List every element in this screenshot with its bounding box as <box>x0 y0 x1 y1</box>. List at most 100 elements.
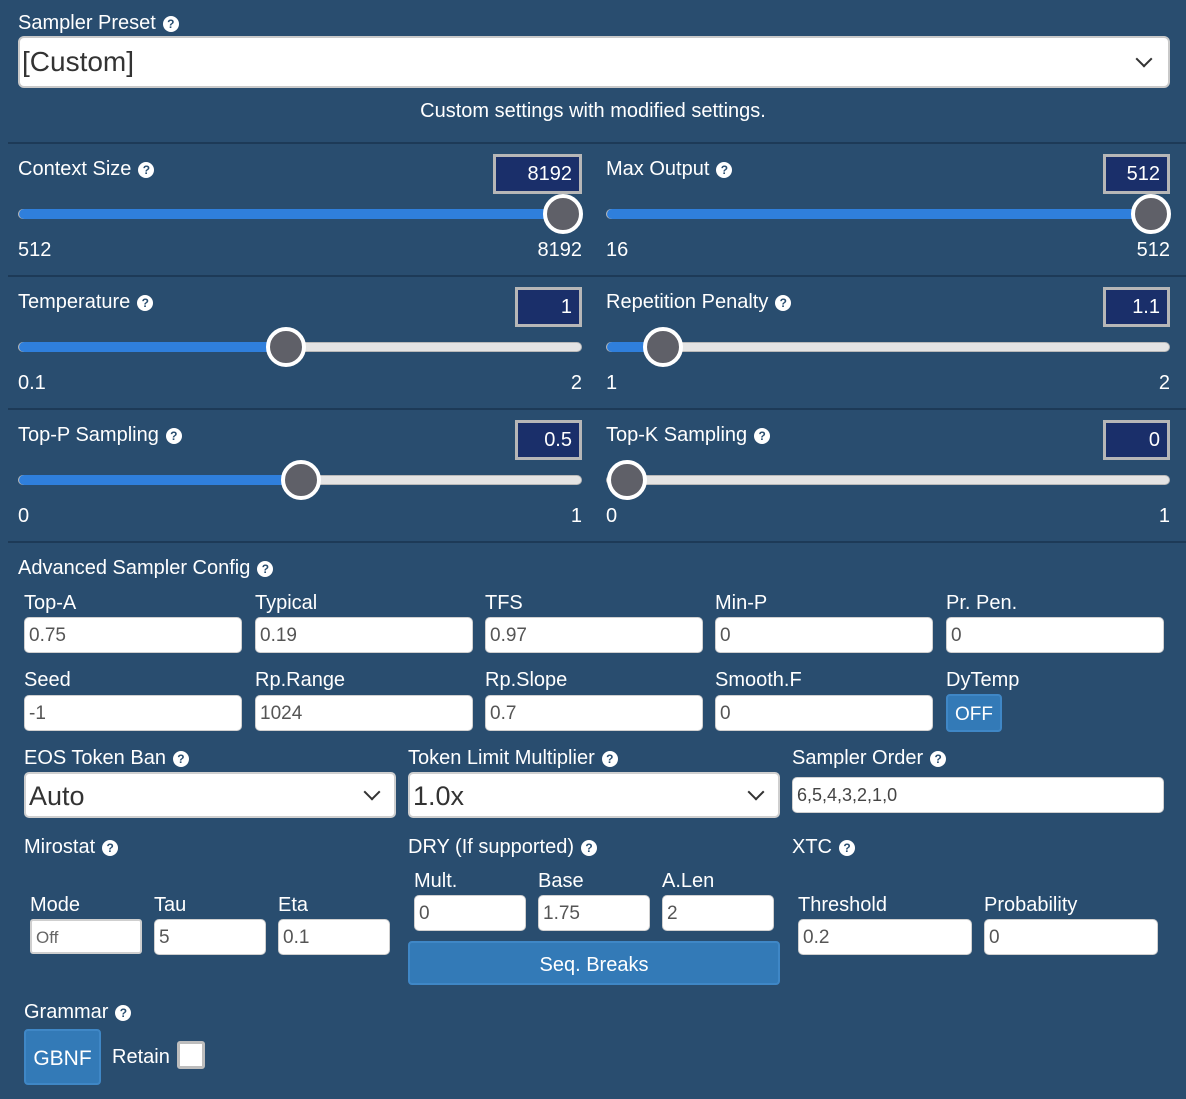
top-p-value[interactable]: 0.5 <box>515 420 582 460</box>
divider <box>8 142 1186 144</box>
smooth-f-input[interactable]: 0 <box>715 695 933 731</box>
typical-input[interactable]: 0.19 <box>255 617 473 653</box>
slider-fill <box>19 342 286 352</box>
help-icon[interactable]: ? <box>775 295 792 311</box>
slider-thumb[interactable] <box>281 460 321 500</box>
max-output-slider[interactable] <box>606 194 1171 234</box>
mirostat-eta-input[interactable]: 0.1 <box>278 919 390 955</box>
xtc-threshold-input[interactable]: 0.2 <box>798 919 972 955</box>
top-p-label: Top-P Sampling? <box>18 424 182 447</box>
slider-max: 2 <box>1158 372 1170 394</box>
slider-max: 512 <box>1136 239 1170 261</box>
sampler-order-input[interactable]: 6,5,4,3,2,1,0 <box>792 777 1164 813</box>
min-p-label: Min-P <box>715 592 768 614</box>
xtc-probability-input[interactable]: 0 <box>984 919 1158 955</box>
dry-base-input[interactable]: 1.75 <box>538 895 650 931</box>
help-icon[interactable]: ? <box>165 428 182 444</box>
temperature-value[interactable]: 1 <box>515 287 582 327</box>
dry-alen-label: A.Len <box>662 870 715 892</box>
chevron-down-icon <box>1135 50 1153 68</box>
tfs-input[interactable]: 0.97 <box>485 617 703 653</box>
dry-mult-input[interactable]: 0 <box>414 895 526 931</box>
top-k-value[interactable]: 0 <box>1103 420 1170 460</box>
slider-min: 0 <box>606 505 618 527</box>
slider-min: 512 <box>18 239 52 261</box>
xtc-label: XTC? <box>792 836 855 859</box>
retain-label: Retain <box>112 1046 170 1068</box>
slider-max: 1 <box>1158 505 1170 527</box>
gbnf-button[interactable]: GBNF <box>24 1029 101 1085</box>
help-icon[interactable]: ? <box>172 751 189 767</box>
dry-alen-input[interactable]: 2 <box>662 895 774 931</box>
help-icon[interactable]: ? <box>102 840 119 856</box>
context-size-slider[interactable] <box>18 194 583 234</box>
slider-thumb[interactable] <box>266 327 307 367</box>
context-size-value[interactable]: 8192 <box>493 154 582 194</box>
slider-thumb[interactable] <box>643 327 684 367</box>
max-output-value[interactable]: 512 <box>1103 154 1170 194</box>
slider-max: 1 <box>570 505 582 527</box>
slider-fill <box>19 475 300 485</box>
top-p-slider[interactable] <box>18 460 582 500</box>
help-icon[interactable]: ? <box>257 561 274 577</box>
dry-base-label: Base <box>538 870 584 892</box>
slider-thumb[interactable] <box>1131 194 1171 234</box>
seed-input[interactable]: -1 <box>24 695 242 731</box>
slider-max: 8192 <box>537 239 583 261</box>
smooth-f-label: Smooth.F <box>715 669 802 691</box>
token-limit-multiplier-label: Token Limit Multiplier? <box>408 747 618 770</box>
help-icon[interactable]: ? <box>839 840 855 856</box>
temperature-slider[interactable] <box>18 327 582 367</box>
repetition-penalty-value[interactable]: 1.1 <box>1103 287 1170 327</box>
grammar-label: Grammar? <box>24 1001 132 1024</box>
top-k-label: Top-K Sampling? <box>606 424 771 447</box>
seq-breaks-button[interactable]: Seq. Breaks <box>408 941 780 985</box>
context-size-label: Context Size? <box>18 158 155 181</box>
max-output-label: Max Output? <box>606 158 733 181</box>
presence-penalty-input[interactable]: 0 <box>946 617 1164 653</box>
help-icon[interactable]: ? <box>754 428 771 444</box>
mirostat-tau-input[interactable]: 5 <box>154 919 266 955</box>
rp-range-input[interactable]: 1024 <box>255 695 473 731</box>
repetition-penalty-slider[interactable] <box>606 327 1170 367</box>
dry-label: DRY (If supported)? <box>408 836 598 859</box>
help-icon[interactable]: ? <box>601 751 618 767</box>
top-a-input[interactable]: 0.75 <box>24 617 242 653</box>
help-icon[interactable]: ? <box>115 1005 132 1021</box>
token-limit-multiplier-select[interactable]: 1.0x <box>408 772 780 818</box>
preset-description: Custom settings with modified settings. <box>420 100 766 122</box>
temperature-label: Temperature? <box>18 291 154 314</box>
help-icon[interactable]: ? <box>137 295 154 311</box>
slider-thumb[interactable] <box>607 460 647 500</box>
min-p-input[interactable]: 0 <box>715 617 933 653</box>
tfs-label: TFS <box>485 592 523 614</box>
slider-min: 1 <box>606 372 618 394</box>
help-icon[interactable]: ? <box>716 162 733 178</box>
retain-checkbox[interactable] <box>177 1041 205 1069</box>
eos-token-ban-value: Auto <box>29 781 85 811</box>
slider-max: 2 <box>570 372 582 394</box>
dry-mult-label: Mult. <box>414 870 458 892</box>
xtc-probability-label: Probability <box>984 894 1078 916</box>
seed-label: Seed <box>24 669 71 691</box>
help-icon[interactable]: ? <box>581 840 598 856</box>
preset-select[interactable]: [Custom] <box>18 36 1170 88</box>
mirostat-mode-select[interactable]: Off <box>30 919 142 954</box>
dytemp-toggle-button[interactable]: OFF <box>946 694 1002 732</box>
eos-token-ban-label: EOS Token Ban? <box>24 747 189 770</box>
help-icon[interactable]: ? <box>930 751 947 767</box>
presence-penalty-label: Pr. Pen. <box>946 592 1018 614</box>
help-icon[interactable]: ? <box>162 16 179 32</box>
help-icon[interactable]: ? <box>138 162 155 178</box>
slider-fill <box>607 342 664 352</box>
rp-slope-input[interactable]: 0.7 <box>485 695 703 731</box>
chevron-down-icon <box>363 783 381 801</box>
slider-thumb[interactable] <box>543 194 583 234</box>
top-k-slider[interactable] <box>606 460 1170 500</box>
chevron-down-icon <box>747 783 765 801</box>
sampler-order-label: Sampler Order? <box>792 747 947 770</box>
eos-token-ban-select[interactable]: Auto <box>24 772 396 818</box>
divider <box>8 275 1186 277</box>
preset-value: [Custom] <box>22 46 135 77</box>
slider-fill <box>19 209 581 219</box>
